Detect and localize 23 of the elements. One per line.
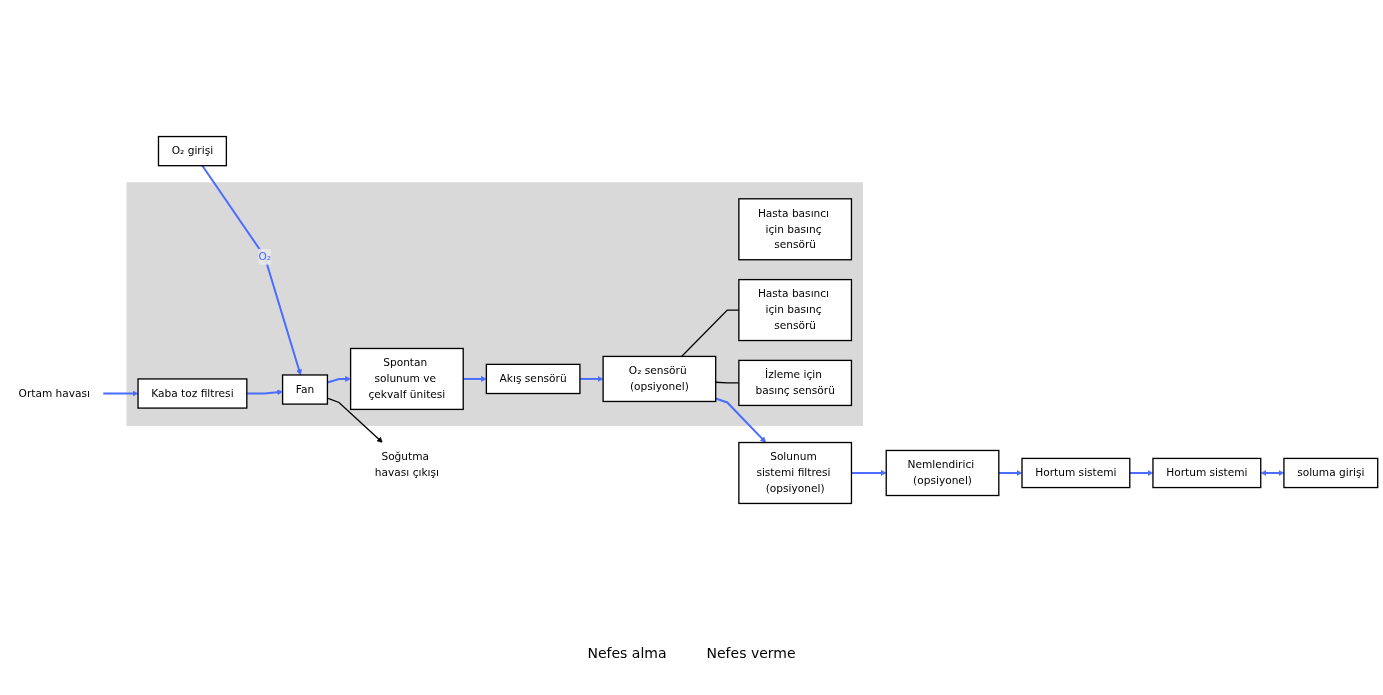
node-box: O₂ girişi [157, 135, 228, 167]
edge-note: Nefes alma [587, 645, 667, 661]
node-box: Hortum sistemi [1021, 457, 1131, 489]
node-text: Soğutma havası çıkışı [374, 450, 439, 479]
node-box: Spontan solunum ve çekvalf ünitesi [349, 347, 464, 411]
node-box: O₂ sensörü (opsiyonel) [602, 355, 717, 403]
node-box: İzleme için basınç sensörü [738, 359, 853, 407]
edge-note: Nefes verme [706, 645, 796, 661]
node-box: Solunum sistemi filtresi (opsiyonel) [738, 441, 853, 505]
node-box: Hasta basıncı için basınç sensörü [738, 198, 853, 261]
node-text: Ortam havası [18, 386, 91, 400]
arrow [201, 164, 302, 376]
cluster [126, 182, 864, 426]
node-box: Nemlendirici (opsiyonel) [885, 449, 1000, 497]
node-box: Hortum sistemi [1152, 457, 1262, 489]
arrow [714, 397, 767, 443]
arrow [102, 390, 139, 397]
node-box: Akış sensörü [485, 363, 581, 395]
node-box: Fan [281, 374, 329, 405]
edge-label: O₂ [258, 250, 272, 263]
node-box: soluma girişi [1283, 457, 1379, 489]
node-box: Hasta basıncı için basınç sensörü [738, 278, 853, 342]
node-box: Kaba toz filtresi [137, 378, 248, 409]
